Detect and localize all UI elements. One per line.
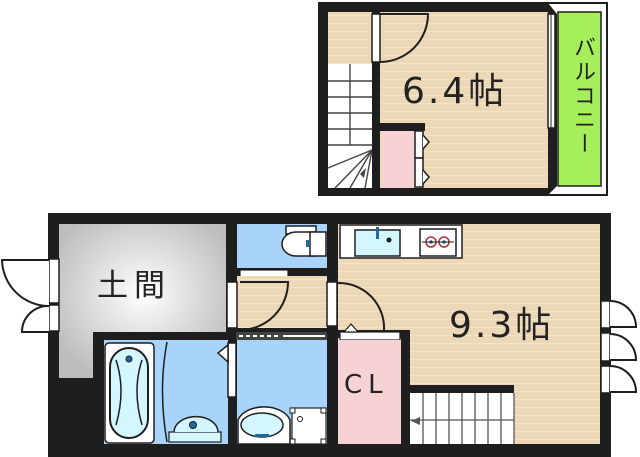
sink-icon xyxy=(354,229,401,257)
toilet-icon xyxy=(281,225,327,257)
washbasin-icon xyxy=(168,415,222,443)
bathtub-icon xyxy=(104,342,155,444)
vanity-sink-icon xyxy=(237,406,291,445)
living-windows[interactable] xyxy=(600,300,638,394)
upper-floor xyxy=(318,2,608,196)
lower-floor xyxy=(0,213,638,457)
balcony xyxy=(557,11,602,187)
entrance-label: 土間 xyxy=(97,268,171,304)
closet-label: CL xyxy=(344,370,389,400)
balcony-label: バルコニー xyxy=(570,36,595,156)
kitchen-counter xyxy=(339,224,463,259)
closet-cl xyxy=(338,340,401,444)
bedroom-label: 6.4帖 xyxy=(402,71,508,112)
washing-machine-icon xyxy=(289,407,327,445)
entrance-doma xyxy=(59,224,226,378)
entrance-door[interactable] xyxy=(0,258,60,333)
lower-stairs xyxy=(410,385,515,444)
upper-stairs xyxy=(327,64,373,189)
upper-closet xyxy=(382,131,415,188)
living-label: 9.3帖 xyxy=(449,305,555,346)
